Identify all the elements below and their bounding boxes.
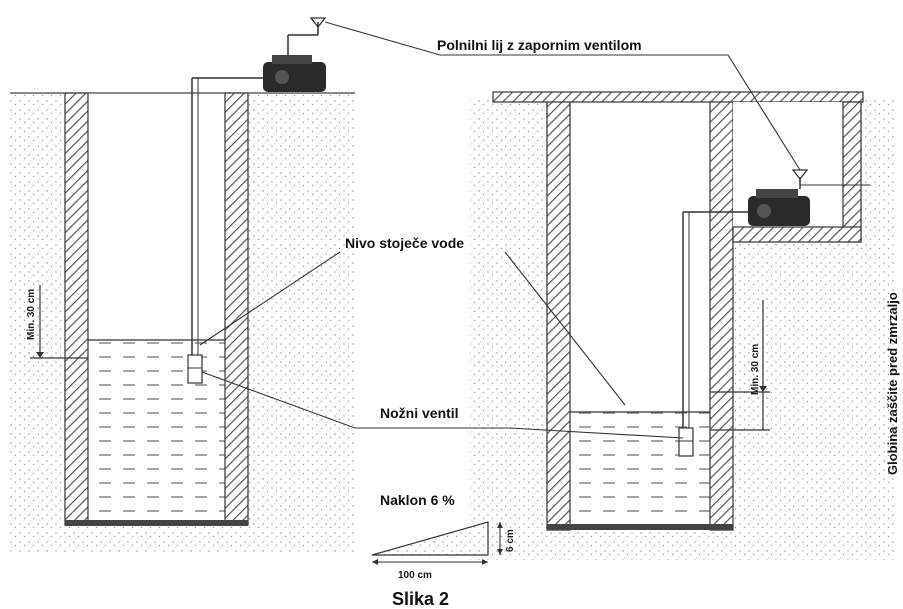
right-min-dimension: Min. 30 cm — [710, 300, 770, 431]
water-level-leader-left — [199, 251, 341, 346]
right-foot-valve-icon — [678, 427, 694, 457]
slope-indicator — [371, 521, 503, 565]
left-foot-valve-icon — [187, 354, 203, 384]
foot-valve-leader — [201, 371, 684, 439]
slope-rise-label: 6 cm — [505, 529, 516, 552]
slope-label: Naklon 6 % — [380, 492, 455, 508]
right-min-label: Min. 30 cm — [750, 344, 761, 395]
right-pump-icon — [748, 196, 810, 226]
left-pump-icon — [263, 62, 326, 92]
filling-funnel-label: Polnilni lij z zapornim ventilom — [437, 37, 642, 53]
left-min-dimension: Min. 30 cm — [26, 285, 88, 359]
slope-run-label: 100 cm — [398, 570, 432, 581]
right-pump-assembly — [678, 169, 870, 457]
figure-caption: Slika 2 — [392, 589, 449, 609]
funnel-leader — [324, 21, 801, 171]
left-min-label: Min. 30 cm — [26, 289, 37, 340]
leader-lines — [199, 21, 801, 439]
water-level-leader-right — [504, 251, 626, 406]
foot-valve-label: Nožni ventil — [380, 405, 459, 421]
slope-wedge — [371, 521, 489, 556]
left-pump-assembly — [187, 17, 327, 384]
water-level-label: Nivo stoječe vode — [345, 235, 464, 251]
frost-depth-label: Globina zaščite pred zmrzaljo — [885, 292, 900, 475]
left-funnel-icon — [309, 17, 327, 29]
